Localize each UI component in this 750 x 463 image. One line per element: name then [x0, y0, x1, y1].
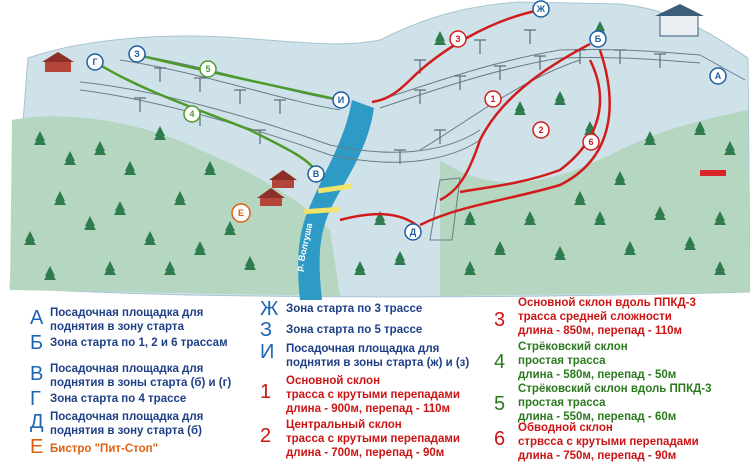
marker-zh: Ж [532, 0, 550, 18]
legend-text: поднятия в зоны старта (б) и (г) [50, 377, 232, 389]
legend-text: Зона старта по 1, 2 и 6 трассам [50, 337, 228, 349]
legend-letter: 2 [260, 425, 272, 447]
marker-2: 2 [532, 121, 550, 139]
legend-text: поднятия в зону старта (б) [50, 425, 202, 437]
bridge [317, 183, 353, 194]
legend-text: длина - 850м, перепад - 110м [518, 325, 683, 337]
legend-text: Обводной склон [518, 422, 613, 434]
legend-letter: А [30, 307, 44, 329]
marker-1: 1 [484, 90, 502, 108]
marker-v: В [307, 165, 325, 183]
legend-letter: Е [30, 436, 44, 458]
trail-3 [371, 8, 541, 104]
ski-resort-map: р. Волгуша [9, 0, 750, 300]
legend-text: Посадочная площадка для [50, 411, 204, 423]
svg-text:Г: Г [92, 57, 97, 67]
trail-4 [94, 60, 318, 173]
svg-text:1: 1 [490, 94, 495, 104]
bridge [303, 206, 341, 215]
legend-text: Зона старта по 3 трассе [286, 303, 423, 315]
legend-text: Стрёковский склон [518, 341, 628, 353]
red-trails [339, 8, 611, 229]
svg-text:А: А [715, 71, 722, 81]
legend-text: длина - 550м, перепад - 60м [518, 411, 677, 423]
legend-text: трасса с крутыми перепадами [286, 389, 460, 401]
legend-text: поднятия в зоны старта (ж) и (з) [286, 357, 470, 369]
marker-z: З [128, 45, 146, 63]
trail-2 [459, 59, 602, 194]
legend-text: Основной склон [286, 375, 381, 387]
green-trails [94, 53, 341, 173]
legend-text: простая трасса [518, 355, 606, 367]
trail-5 [137, 53, 341, 102]
lift-structure [429, 177, 461, 241]
svg-text:З: З [134, 49, 140, 59]
buildings [42, 4, 726, 206]
legend-letter: И [260, 341, 275, 363]
legend-text: простая трасса [518, 397, 606, 409]
trail-1 [439, 42, 591, 202]
marker-i: И [332, 91, 350, 109]
trail-6 [419, 49, 611, 227]
legend-text: Бистро "Пит-Стоп" [50, 443, 159, 455]
legend-letter: 3 [494, 309, 506, 331]
legend-letter: Д [30, 411, 44, 433]
marker-6: 6 [582, 133, 600, 151]
legend-letter: 1 [260, 381, 272, 403]
legend-letter: 5 [494, 393, 506, 415]
forest-area-east [440, 110, 750, 296]
marker-g: Г [86, 53, 104, 71]
forest-area [10, 116, 340, 296]
legend-text: поднятия в зону старта [50, 321, 184, 333]
legend-letter: Г [30, 388, 41, 410]
legend: А Посадочная площадка для поднятия в зон… [0, 296, 750, 463]
markers: Ж Б А Г З И В Д Е 5 4 3 1 2 6 [86, 0, 727, 241]
legend-letter: 6 [494, 428, 506, 450]
legend-text: трасса средней сложности [518, 311, 672, 323]
marker-5: 5 [199, 60, 217, 78]
legend-letter: Б [30, 332, 44, 354]
river [298, 100, 374, 300]
legend-text: Посадочная площадка для [286, 343, 440, 355]
legend-text: длина - 700м, перепад - 90м [286, 447, 445, 459]
legend-text: стрвсса с крутыми перепадами [518, 436, 699, 448]
svg-text:2: 2 [538, 125, 543, 135]
svg-text:Д: Д [410, 227, 417, 237]
legend-text: длина - 900м, перепад - 110м [286, 403, 451, 415]
legend-text: Центральный склон [286, 419, 402, 431]
svg-text:В: В [313, 169, 320, 179]
svg-text:Б: Б [595, 34, 602, 44]
legend-text: Посадочная площадка для [50, 363, 204, 375]
legend-letter: Ж [260, 298, 279, 320]
legend-text: Зона старта по 4 трассе [50, 393, 187, 405]
marker-3: 3 [449, 30, 467, 48]
trail-connector [339, 212, 421, 229]
legend-text: длина - 580м, перепад - 50м [518, 369, 677, 381]
marker-b: Б [589, 30, 607, 48]
legend-letter: 4 [494, 351, 506, 373]
legend-text: Основной склон вдоль ППКД-3 [518, 297, 696, 309]
marker-e: Е [231, 203, 251, 223]
svg-text:6: 6 [588, 137, 593, 147]
svg-text:4: 4 [189, 109, 194, 119]
marker-a: А [709, 67, 727, 85]
legend-letter: З [260, 319, 273, 341]
legend-text: длина - 750м, перепад - 90м [518, 450, 677, 462]
legend-text: Зона старта по 5 трассе [286, 324, 423, 336]
legend-text: Посадочная площадка для [50, 307, 204, 319]
svg-text:5: 5 [205, 64, 210, 74]
legend-text: Стрёковский склон вдоль ППКД-3 [518, 383, 712, 395]
svg-text:Ж: Ж [536, 4, 546, 14]
legend-letter: В [30, 363, 44, 385]
svg-text:Е: Е [238, 208, 244, 218]
marker-4: 4 [183, 105, 201, 123]
svg-text:И: И [338, 95, 344, 105]
marker-d: Д [404, 223, 422, 241]
svg-text:3: 3 [455, 34, 460, 44]
legend-text: трасса с крутыми перепадами [286, 433, 460, 445]
